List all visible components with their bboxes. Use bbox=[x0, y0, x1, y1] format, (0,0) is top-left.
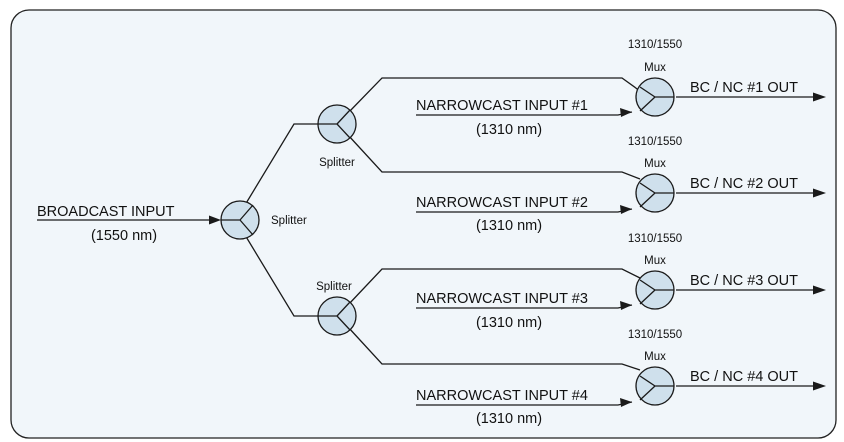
arrowheads bbox=[209, 92, 826, 407]
branch-mux4 bbox=[347, 326, 641, 371]
mux-output-label-2: BC / NC #2 OUT bbox=[690, 176, 798, 192]
mux-band-label-3: 1310/1550 bbox=[628, 233, 682, 245]
main-splitter-node bbox=[220, 200, 260, 240]
mux-y-symbol bbox=[639, 375, 674, 401]
mux-output-label-3: BC / NC #3 OUT bbox=[690, 273, 798, 289]
lower-splitter-node bbox=[317, 296, 357, 336]
lower-splitter-label: Splitter bbox=[316, 281, 352, 293]
narrowcast-input-label-4: NARROWCAST INPUT #4 bbox=[416, 388, 588, 404]
branch-upper bbox=[244, 123, 318, 206]
mux-node-4 bbox=[635, 366, 675, 406]
arrowhead bbox=[620, 108, 632, 117]
arrowhead bbox=[620, 205, 632, 214]
mux-output-label-4: BC / NC #4 OUT bbox=[690, 369, 798, 385]
arrowhead bbox=[813, 188, 826, 198]
narrowcast-input-label-3: NARROWCAST INPUT #3 bbox=[416, 291, 588, 307]
main-splitter-label: Splitter bbox=[271, 215, 307, 227]
arrowhead bbox=[620, 398, 632, 407]
splitter-y-symbol bbox=[318, 109, 351, 139]
mux-y-symbol bbox=[639, 86, 674, 112]
mux-output-label-1: BC / NC #1 OUT bbox=[690, 80, 798, 96]
upper-splitter-node bbox=[317, 104, 357, 144]
broadcast-input-label: BROADCAST INPUT bbox=[37, 204, 175, 220]
mux-band-label-1: 1310/1550 bbox=[628, 39, 682, 51]
mux-y-symbol bbox=[639, 279, 674, 305]
branch-lower bbox=[244, 234, 318, 317]
mux-node-1 bbox=[635, 77, 675, 117]
narrowcast-wavelength-label-4: (1310 nm) bbox=[476, 411, 542, 427]
narrowcast-wavelength-label-1: (1310 nm) bbox=[476, 122, 542, 138]
arrowhead bbox=[813, 381, 826, 391]
arrowhead bbox=[209, 215, 221, 225]
mux-node-3 bbox=[635, 270, 675, 310]
branch-mux1 bbox=[347, 77, 641, 114]
narrowcast-input-label-1: NARROWCAST INPUT #1 bbox=[416, 98, 588, 114]
arrowhead bbox=[813, 285, 826, 295]
mux-label-3: Mux bbox=[644, 255, 666, 267]
arrowhead bbox=[620, 301, 632, 310]
mux-band-label-2: 1310/1550 bbox=[628, 136, 682, 148]
mux-label-1: Mux bbox=[644, 62, 666, 74]
branch-mux2 bbox=[347, 134, 641, 180]
mux-label-2: Mux bbox=[644, 158, 666, 170]
narrowcast-wavelength-label-2: (1310 nm) bbox=[476, 218, 542, 234]
splitter-y-symbol bbox=[221, 204, 254, 236]
narrowcast-wavelength-label-3: (1310 nm) bbox=[476, 315, 542, 331]
splitter-y-symbol bbox=[318, 301, 351, 331]
diagram-frame bbox=[10, 9, 837, 439]
arrowhead bbox=[813, 92, 826, 102]
mux-y-symbol bbox=[639, 182, 674, 208]
mux-label-4: Mux bbox=[644, 351, 666, 363]
branch-mux3 bbox=[347, 268, 641, 306]
mux-band-label-4: 1310/1550 bbox=[628, 329, 682, 341]
narrowcast-input-label-2: NARROWCAST INPUT #2 bbox=[416, 195, 588, 211]
upper-splitter-label: Splitter bbox=[319, 157, 355, 169]
mux-node-2 bbox=[635, 173, 675, 213]
broadcast-wavelength-label: (1550 nm) bbox=[91, 228, 157, 244]
